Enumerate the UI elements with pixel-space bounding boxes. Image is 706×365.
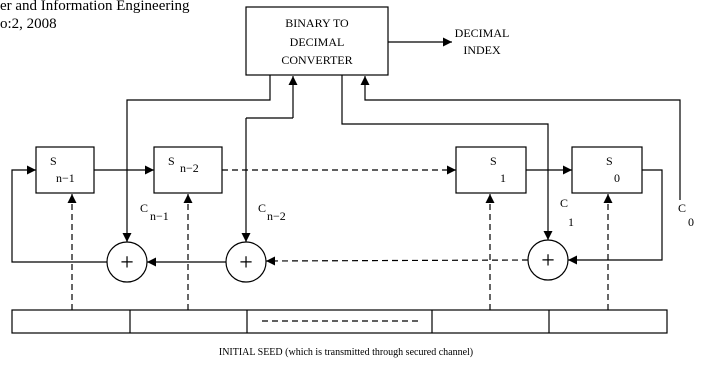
output-label-1: DECIMAL [455, 26, 510, 40]
output-label-2: INDEX [463, 43, 501, 57]
register-label-s-n-2: S n−2 [168, 154, 199, 175]
converter-label-2: DECIMAL [290, 35, 345, 49]
tap-c-1 [341, 75, 553, 240]
feedback-c1-to-cn2 [265, 256, 529, 266]
tap-c-n-1 [122, 75, 271, 242]
converter-label-3: CONVERTER [281, 53, 352, 67]
register-label-s-0: S 0 [606, 154, 620, 185]
coef-label-c-n-1: C n−1 [140, 201, 169, 223]
converter-box [245, 6, 389, 76]
register-label-s-n-1: S n−1 [50, 154, 75, 185]
register-label-s-1: S 1 [490, 154, 506, 185]
adder-symbol-1: + [120, 250, 134, 276]
s-0-to-converter [360, 76, 681, 200]
feedback-into-s-n-1 [11, 165, 107, 263]
feedback-s0-line [568, 169, 663, 265]
adder-symbol-2: + [239, 250, 253, 276]
register-box-s-n-1 [35, 146, 95, 194]
seed-caption: INITIAL SEED (which is transmitted throu… [219, 347, 473, 358]
header-line-1: er and Information Engineering [0, 0, 190, 14]
adder-symbol-3: + [541, 248, 555, 274]
header-line-2: o:2, 2008 [0, 16, 57, 32]
coef-label-c-n-2: C n−2 [258, 201, 286, 223]
coef-label-c-1: C 1 [560, 196, 574, 229]
converter-label-1: BINARY TO [285, 16, 349, 30]
seed-register [11, 309, 668, 334]
coef-label-c-0: C 0 [678, 201, 694, 229]
